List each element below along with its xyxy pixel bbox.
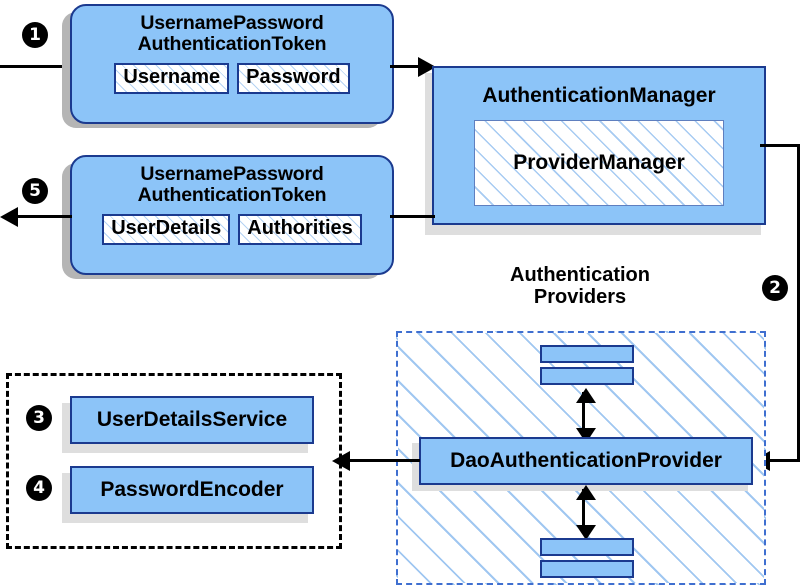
- provider-bar-top-1: [540, 345, 634, 363]
- services-group-region: [6, 373, 342, 549]
- token-to-manager-arrowhead: [418, 57, 436, 77]
- provider-placeholder-top: [540, 345, 634, 385]
- step-marker-3: 3: [26, 405, 52, 431]
- step-marker-4: 4: [26, 475, 52, 501]
- authentication-manager-box: AuthenticationManager ProviderManager: [432, 66, 766, 225]
- providers-title-line1: Authentication: [510, 264, 650, 286]
- provider-bar-bottom-1: [540, 538, 634, 556]
- provider-to-services-line: [350, 459, 420, 462]
- authentication-manager-title: AuthenticationManager: [482, 84, 716, 107]
- request-token-card: UsernamePassword AuthenticationToken Use…: [70, 4, 394, 124]
- provider-bottom-connector-arrow-up: [576, 485, 596, 500]
- dao-authentication-provider-box: DaoAuthenticationProvider: [419, 437, 753, 485]
- manager-to-response-line: [390, 215, 435, 218]
- step-marker-5: 5: [22, 178, 48, 204]
- provider-bottom-connector: [582, 489, 585, 531]
- provider-bar-top-2: [540, 367, 634, 385]
- provider-bar-bottom-2: [540, 560, 634, 578]
- userdetailsservice-box: UserDetailsService: [70, 396, 314, 444]
- provider-placeholder-bottom: [540, 538, 634, 578]
- request-token-title-line2: AuthenticationToken: [137, 33, 327, 56]
- response-token-title: UsernamePassword AuthenticationToken: [137, 163, 327, 207]
- providers-title-line2: Providers: [533, 286, 627, 309]
- request-token-slots: Username Password: [114, 62, 350, 94]
- step-marker-2: 2: [762, 275, 788, 301]
- manager-to-provider-vertical: [797, 144, 800, 462]
- provider-top-connector: [582, 392, 585, 434]
- provider-top-connector-arrow-up: [576, 388, 596, 403]
- request-token-title-line1: UsernamePassword: [140, 12, 324, 34]
- manager-exit-line: [760, 144, 800, 147]
- passwordencoder-box: PasswordEncoder: [70, 466, 314, 514]
- slot-password: Password: [237, 62, 350, 94]
- provider-entry-line: [768, 459, 800, 462]
- slot-username: Username: [114, 62, 230, 94]
- token-to-manager-line: [390, 65, 428, 68]
- providers-region-title: Authentication Providers: [450, 264, 710, 309]
- response-token-card: UsernamePassword AuthenticationToken Use…: [70, 155, 394, 275]
- provider-manager-box: ProviderManager: [474, 120, 724, 206]
- response-token-title-line1: UsernamePassword: [140, 163, 324, 185]
- response-token-title-line2: AuthenticationToken: [137, 184, 327, 207]
- provider-bottom-connector-arrow-down: [576, 525, 596, 540]
- request-token-title: UsernamePassword AuthenticationToken: [137, 12, 327, 56]
- incoming-request-line: [0, 65, 70, 68]
- step-marker-1: 1: [22, 22, 48, 48]
- slot-authorities: Authorities: [238, 213, 362, 245]
- response-output-arrowhead: [0, 207, 18, 227]
- response-output-line: [16, 215, 72, 218]
- slot-userdetails: UserDetails: [102, 213, 231, 245]
- response-token-slots: UserDetails Authorities: [102, 213, 362, 245]
